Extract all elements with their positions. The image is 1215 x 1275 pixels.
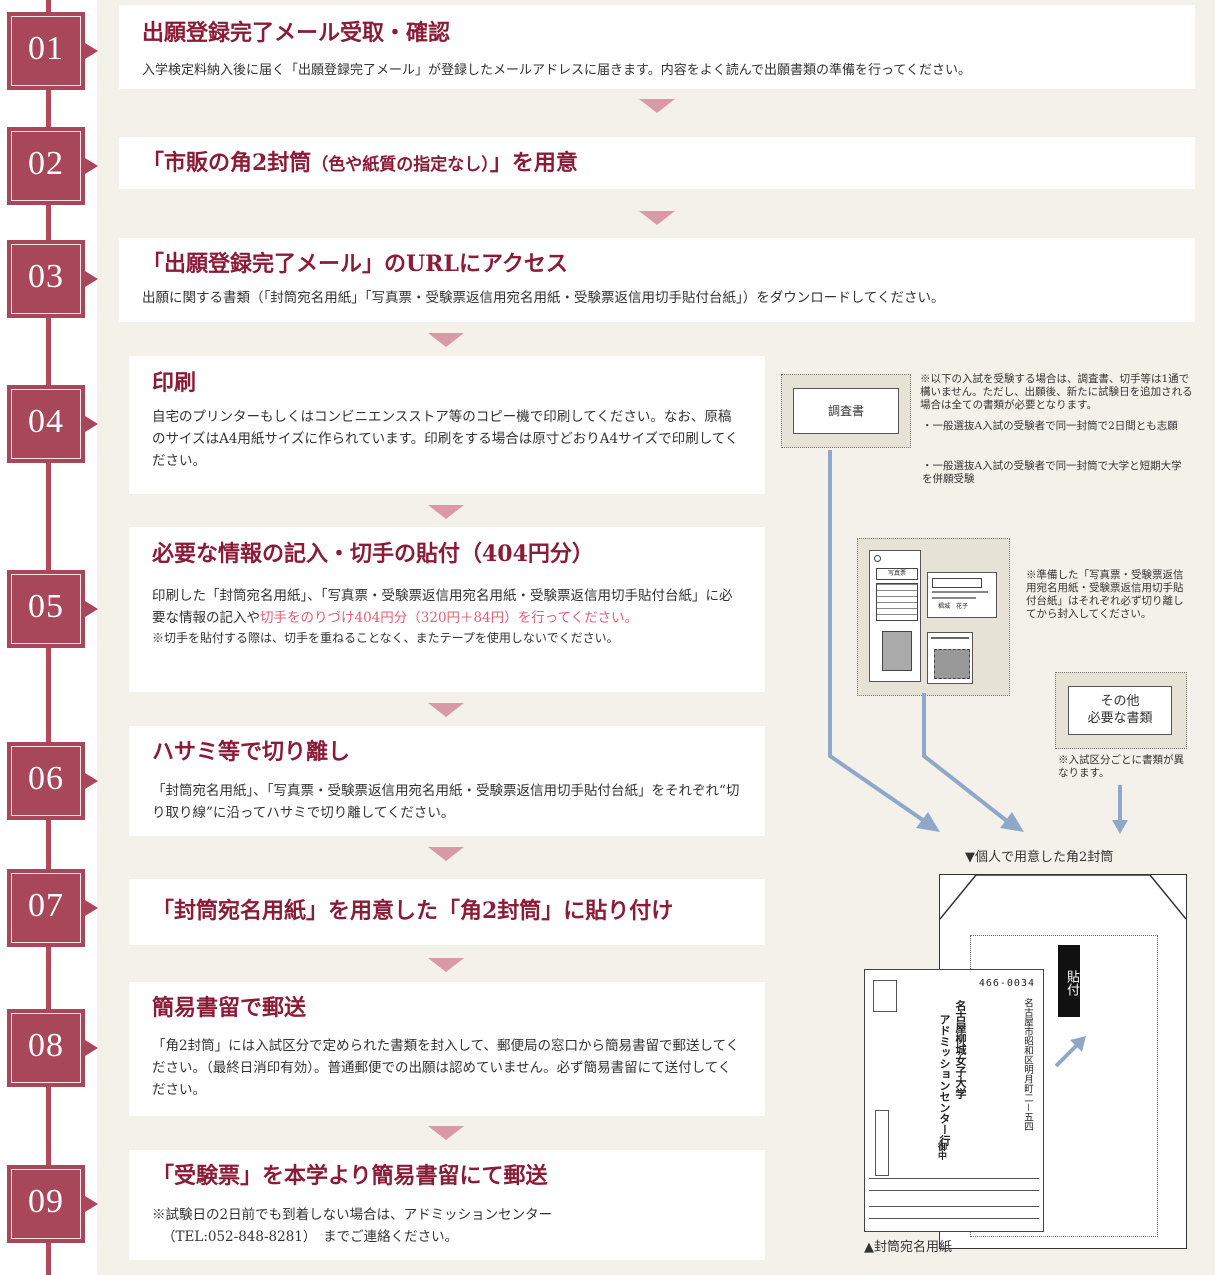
- flow-arrows: [828, 450, 1128, 834]
- step-box: [129, 1150, 765, 1260]
- step-description: 「封筒宛名用紙」、「写真票・受験票返信用宛名用紙・受験票返信用切手貼付台紙」をそ…: [152, 783, 740, 821]
- stamp-form: [927, 632, 973, 684]
- envelope-caption: ▼個人で用意した角2封筒: [965, 850, 1114, 865]
- arrowhead: [1000, 812, 1024, 832]
- step-arrow: [428, 703, 464, 717]
- step-description: 印刷した「封筒宛名用紙」、「写真票・受験票返信用宛名用紙・受験票返信用切手貼付台…: [152, 588, 733, 645]
- step-number-badge: 09: [7, 1165, 98, 1243]
- step-arrow: [428, 847, 464, 861]
- step-description: ※試験日の2日前でも到着しない場合は、アドミッションセンター（TEL:052-8…: [152, 1207, 553, 1245]
- other-docs-card: その他 必要な書類: [1068, 686, 1172, 735]
- step-arrow: [639, 211, 675, 225]
- step-number-badge: 04: [7, 385, 98, 463]
- chosa-arrow-line: [828, 450, 932, 827]
- chosa-note: ※以下の入試を受験する場合は、調査書、切手等は1通で構いません。ただし、出願後、…: [920, 373, 1193, 411]
- step-number-badge: 05: [7, 570, 98, 648]
- step-box: [129, 527, 765, 692]
- step-title: 「封筒宛名用紙」を用意した「角2封筒」に貼り付け: [152, 898, 674, 924]
- paste-arrow: [1054, 1036, 1086, 1068]
- step-arrow: [428, 505, 464, 519]
- step-title: 「市販の角2封筒（色や紙質の指定なし）」を用意: [142, 150, 578, 176]
- step-title: 「出願登録完了メール」のURLにアクセス: [142, 251, 568, 277]
- arrowhead: [1112, 820, 1128, 834]
- step-title: 「受験票」を本学より簡易書留にて郵送: [152, 1163, 548, 1189]
- bullet-item: ・一般選抜A入試の受験者で同一封筒で2日間とも志願: [922, 420, 1178, 432]
- step-description: 自宅のプリンターもしくはコンビニエンスストア等のコピー機で印刷してください。なお…: [152, 409, 739, 469]
- step-description: 出願に関する書類（「封筒宛名用紙」「写真票・受験票返信用宛名用紙・受験票返信用切…: [142, 290, 945, 306]
- step-title: 印刷: [152, 370, 197, 396]
- forms-note: ※準備した「写真票・受験票返信用宛名用紙・受験票返信用切手貼付台紙」はそれぞれ必…: [1026, 569, 1184, 620]
- step-box: [129, 726, 765, 836]
- step-box: [119, 238, 1195, 322]
- other-docs-note: ※入試区分ごとに書類が異なります。: [1058, 754, 1184, 779]
- step-box: [119, 5, 1195, 89]
- form-caption: ▲封筒宛名用紙: [864, 1240, 952, 1255]
- step-arrow: [428, 1126, 464, 1140]
- step-title: ハサミ等で切り離し: [152, 739, 351, 765]
- photo-form: 写真票: [869, 550, 921, 682]
- step-arrow: [428, 333, 464, 347]
- step-arrow: [428, 958, 464, 972]
- step-box: [129, 879, 765, 945]
- step-title: 必要な情報の記入・切手の貼付（404円分）: [152, 541, 594, 567]
- forms-arrow-line: [922, 693, 1014, 827]
- step-number-badge: 02: [7, 127, 98, 205]
- step-description: 「角2封筒」には入試区分で定められた書類を封入して、郵便局の窓口から簡易書留で郵…: [152, 1038, 740, 1098]
- step-box: [119, 137, 1195, 189]
- arrowhead: [916, 812, 940, 832]
- envelope-address-form: 466-0034 名古屋市昭和区明月町二－五四 名古屋柳城女子大学 アドミッショ…: [864, 969, 1044, 1232]
- step-box: [129, 356, 765, 494]
- step-description: 入学検定料納入後に届く「出願登録完了メール」が登録したメールアドレスに届きます。…: [142, 63, 972, 78]
- bullet-item: ・一般選抜A入試の受験者で同一封筒で大学と短期大学を併願受験: [922, 460, 1182, 485]
- step-title: 出願登録完了メール受取・確認: [142, 20, 451, 46]
- step-title: 簡易書留で郵送: [152, 995, 307, 1021]
- step-number-badge: 07: [7, 869, 98, 947]
- step-number-badge: 01: [7, 12, 98, 90]
- step-number-badge: 06: [7, 742, 98, 820]
- step-number-badge: 03: [7, 240, 98, 318]
- step-arrow: [639, 99, 675, 113]
- stamp-marker: 貼付: [1058, 945, 1080, 1017]
- reply-address-form: 椙城 花子: [927, 572, 997, 618]
- step-box: [129, 982, 765, 1116]
- step-number-badge: 08: [7, 1009, 98, 1087]
- chosa-card: 調査書: [793, 388, 899, 434]
